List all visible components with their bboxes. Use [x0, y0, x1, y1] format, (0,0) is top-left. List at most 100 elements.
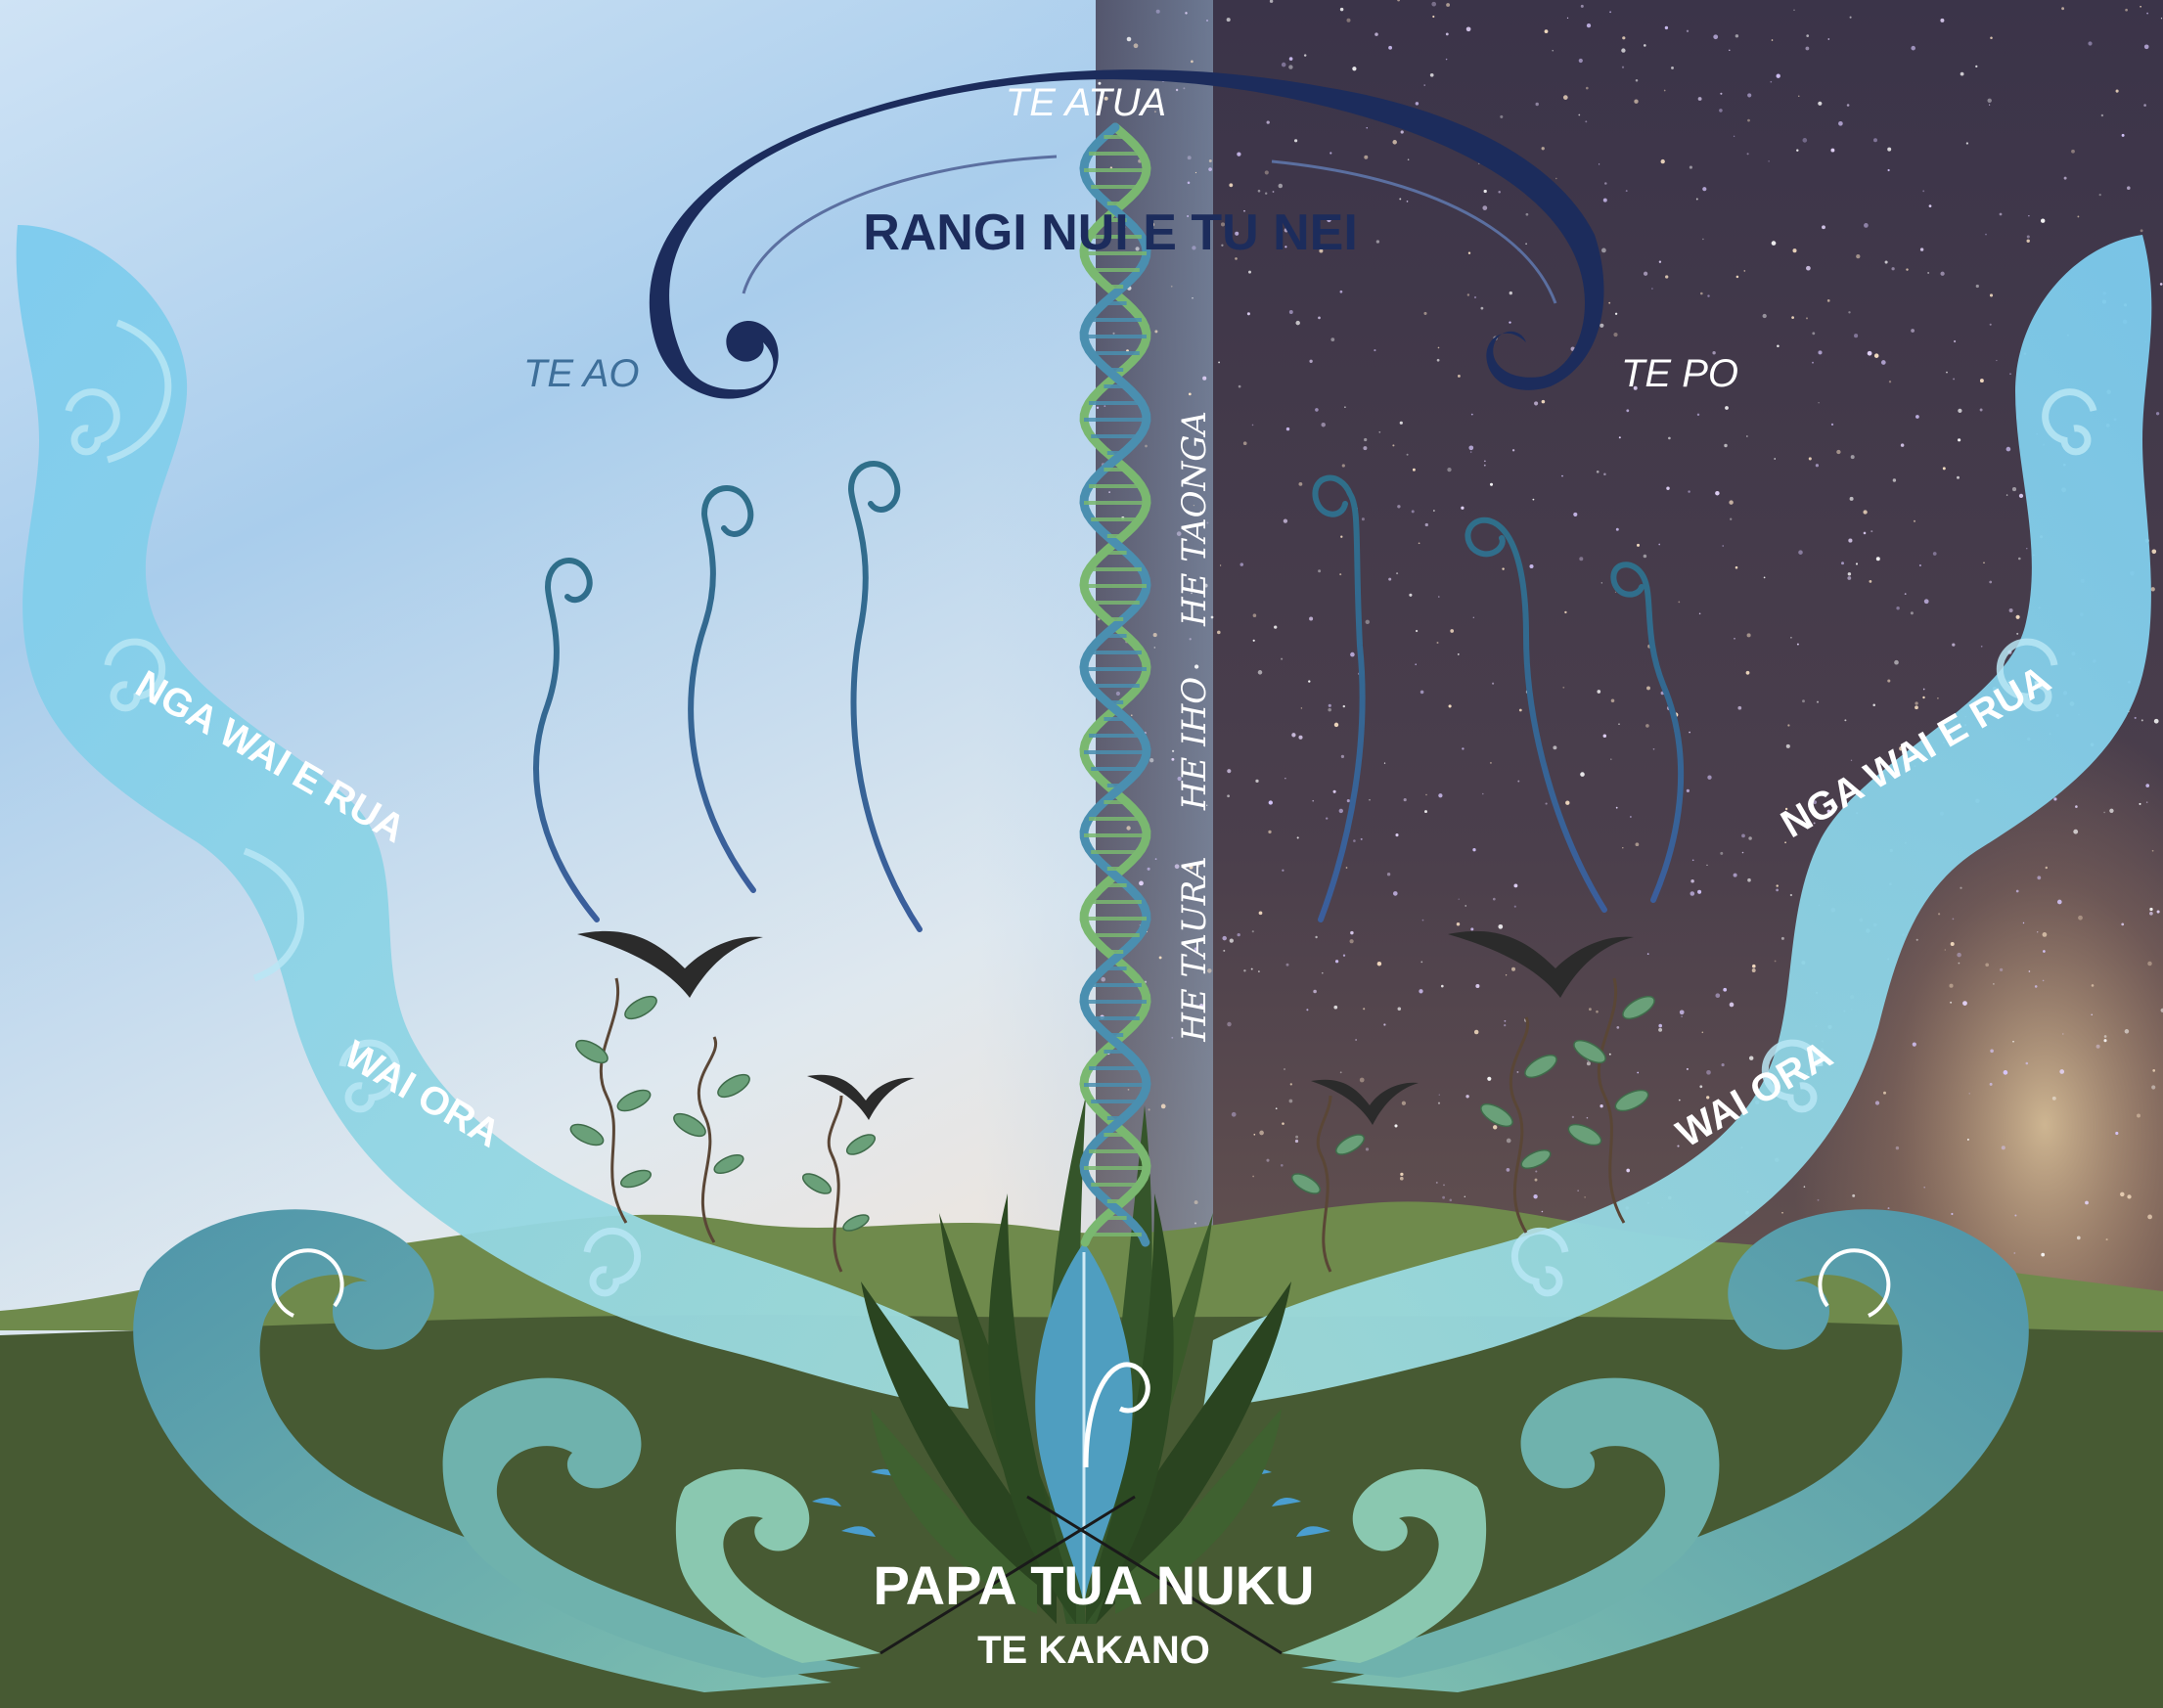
star: [2078, 916, 2083, 921]
star: [1432, 16, 1434, 18]
star: [1259, 1131, 1264, 1136]
star: [2157, 910, 2160, 913]
star: [1188, 156, 1192, 159]
star: [1806, 266, 1811, 271]
star: [1668, 437, 1671, 440]
star: [1253, 640, 1255, 642]
star: [2154, 719, 2159, 724]
star: [1230, 938, 1234, 942]
star: [1616, 807, 1618, 809]
star: [1563, 95, 1568, 100]
star: [1748, 836, 1752, 840]
star: [1339, 573, 1341, 575]
star: [1154, 647, 1156, 649]
star: [1696, 199, 1698, 201]
star: [1424, 84, 1425, 85]
star: [1392, 444, 1394, 446]
star: [1298, 736, 1302, 740]
star: [1362, 517, 1365, 520]
star: [1322, 972, 1324, 974]
star: [1715, 993, 1720, 998]
star: [1420, 691, 1424, 695]
star: [2149, 908, 2152, 911]
star: [1989, 105, 1990, 106]
star: [1587, 1117, 1589, 1119]
star: [1791, 316, 1794, 319]
star: [1484, 461, 1485, 462]
star: [1567, 18, 1568, 19]
star: [1350, 652, 1355, 657]
star: [1797, 644, 1799, 646]
star: [1438, 793, 1442, 797]
star: [1644, 272, 1647, 276]
star: [2057, 900, 2062, 905]
star: [1687, 30, 1689, 32]
star: [2041, 219, 2045, 223]
star: [1490, 483, 1493, 486]
star: [1870, 530, 1872, 532]
star: [1579, 557, 1583, 561]
star: [1112, 333, 1114, 335]
star: [1555, 178, 1556, 179]
star: [2156, 412, 2159, 415]
star: [1340, 1071, 1342, 1073]
star: [1831, 424, 1833, 426]
star: [1747, 119, 1750, 122]
star: [1584, 1196, 1585, 1197]
star: [1600, 1104, 1602, 1107]
star: [2029, 970, 2031, 972]
star: [1851, 760, 1852, 761]
star: [1699, 613, 1701, 615]
star: [1172, 750, 1174, 752]
star: [1599, 163, 1600, 164]
star: [1933, 552, 1937, 556]
star: [1438, 596, 1440, 598]
star: [1458, 375, 1461, 378]
star: [1736, 276, 1739, 279]
star: [1474, 1030, 1479, 1035]
star: [1919, 564, 1921, 566]
star: [1763, 314, 1767, 318]
star: [1407, 201, 1409, 202]
star: [1619, 436, 1621, 438]
star: [1437, 642, 1439, 644]
star: [1873, 138, 1877, 142]
star: [1818, 350, 1822, 354]
star: [1458, 653, 1460, 655]
star: [2004, 1070, 2008, 1075]
star: [1729, 500, 1733, 504]
star: [1666, 486, 1669, 489]
star: [2121, 923, 2124, 926]
star: [1511, 967, 1515, 971]
star: [1817, 701, 1819, 703]
star: [1542, 1211, 1544, 1213]
star: [1787, 724, 1789, 726]
star: [1990, 293, 1993, 296]
star: [1490, 762, 1492, 764]
star: [1288, 65, 1292, 68]
star: [1725, 406, 1729, 410]
star: [1273, 191, 1275, 193]
star: [1636, 842, 1640, 846]
star: [1735, 34, 1738, 37]
star: [2026, 240, 2029, 243]
star: [1786, 744, 1790, 748]
star: [1243, 969, 1245, 971]
star: [1792, 248, 1796, 252]
star: [1816, 464, 1819, 467]
star: [1719, 109, 1723, 112]
star: [1340, 291, 1343, 293]
star: [1616, 1026, 1619, 1029]
star: [2053, 797, 2056, 800]
star: [1707, 294, 1709, 296]
star: [1202, 377, 1206, 381]
star: [1227, 1022, 1231, 1026]
star: [1194, 1200, 1198, 1204]
star: [2014, 1215, 2016, 1217]
star: [2043, 932, 2048, 937]
star: [1344, 406, 1346, 408]
star: [1774, 458, 1776, 460]
star: [1155, 858, 1157, 860]
star: [1333, 1006, 1337, 1010]
star: [1397, 505, 1400, 508]
